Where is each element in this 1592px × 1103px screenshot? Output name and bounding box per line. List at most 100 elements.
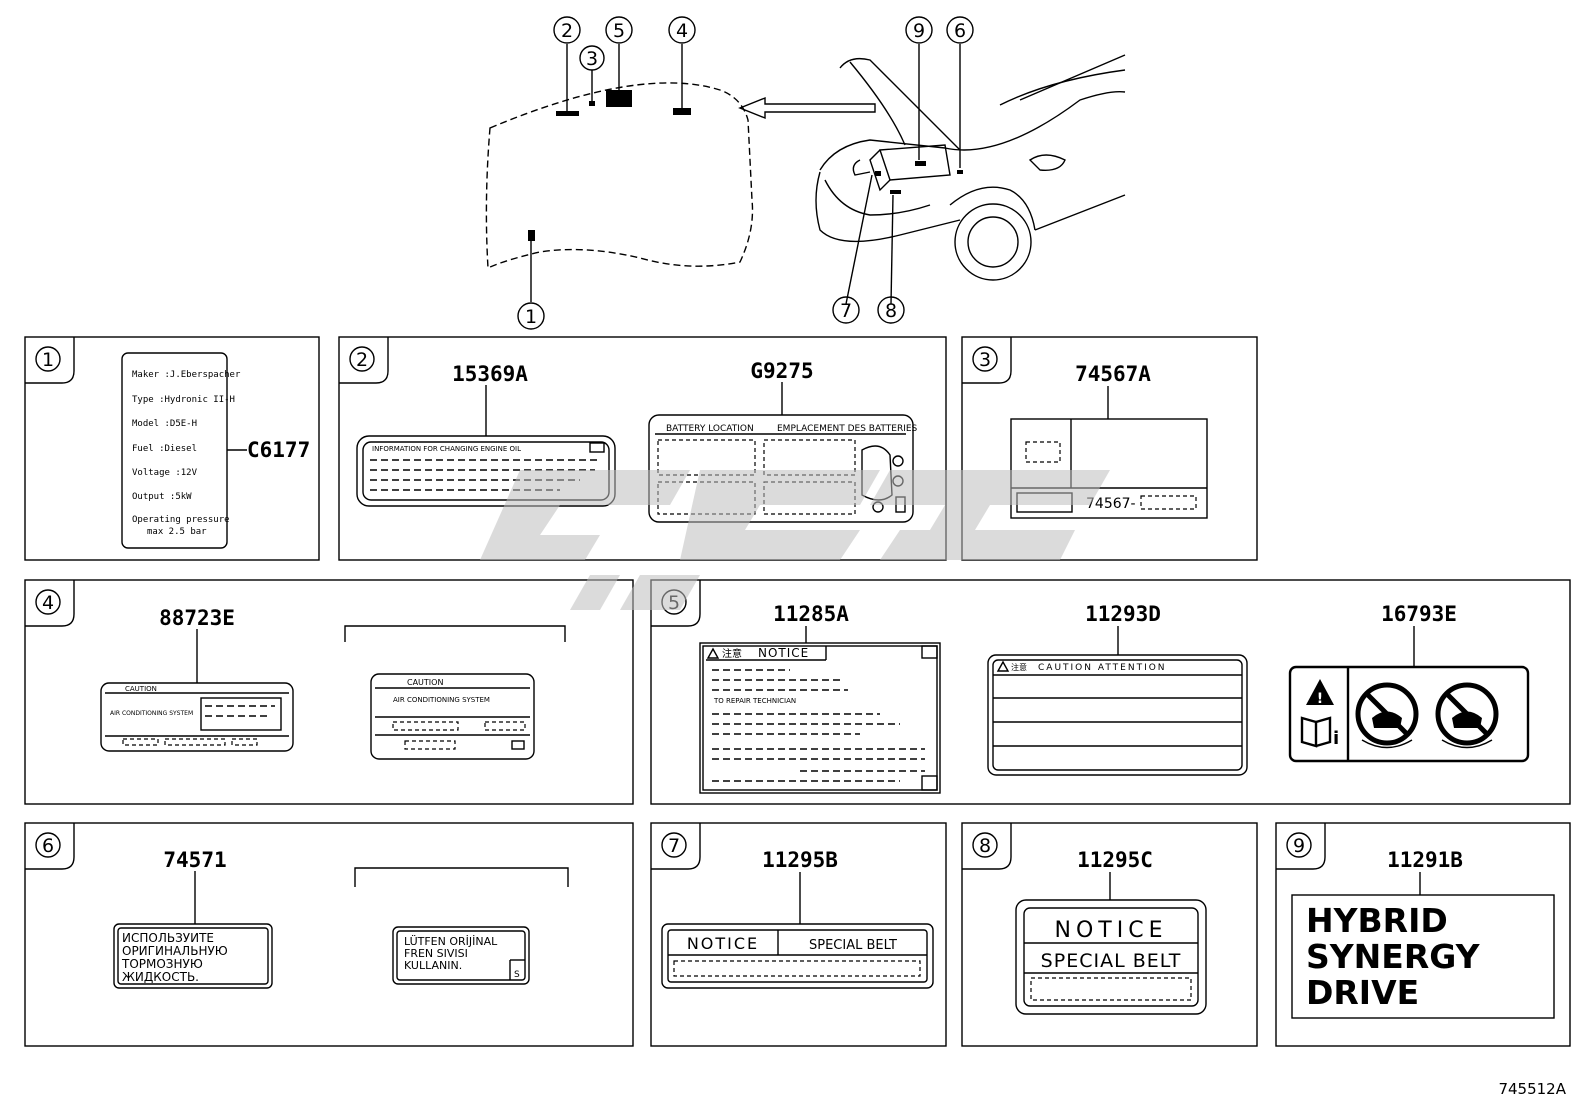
label-mark-1 (528, 230, 535, 241)
label-line: max 2.5 bar (147, 527, 207, 537)
svg-text:8: 8 (885, 300, 897, 322)
belt-text: SPECIAL BELT (809, 938, 897, 953)
direction-arrow (738, 96, 876, 120)
callout-8: 8 (877, 296, 905, 324)
svg-text:9: 9 (913, 20, 925, 42)
label-mark-2 (556, 111, 579, 116)
label-text: CAUTION ATTENTION (1038, 663, 1167, 673)
part-number-11285a: 11285A (773, 602, 849, 626)
label-line: S (514, 970, 520, 980)
synergy-text: SYNERGY (1306, 937, 1481, 976)
label-text: CAUTION (125, 685, 157, 693)
diagram-id: 745512A (1498, 1080, 1566, 1098)
callout-4: 4 (668, 16, 696, 44)
label-line: Voltage :12V (132, 468, 198, 478)
label-line: Maker :J.Eberspacher (132, 370, 241, 380)
label-mark-3 (589, 101, 595, 106)
panel-number: 3 (979, 349, 991, 371)
part-number-11291b: 11291B (1387, 848, 1463, 872)
panel-8: 8 11295C NOTICE SPECIAL BELT (961, 822, 1258, 1047)
panel-number: 4 (42, 592, 54, 614)
label-line: LÜTFEN ORİJİNAL (404, 935, 498, 948)
belt-text: SPECIAL BELT (1041, 950, 1182, 972)
part-number-15369a: 15369A (452, 362, 528, 386)
callout-1: 1 (517, 302, 545, 330)
label-line: Output :5kW (132, 492, 192, 502)
callout-3: 3 (579, 45, 605, 71)
svg-text:7: 7 (840, 300, 852, 322)
svg-text:6: 6 (954, 20, 966, 42)
part-number-11295c: 11295C (1077, 848, 1153, 872)
label-line: Type :Hydronic II-H (132, 395, 235, 405)
notice-text: NOTICE (1055, 918, 1168, 943)
part-number-c6177: C6177 (247, 438, 310, 462)
callout-7: 7 (832, 296, 860, 324)
panel-3: 3 74567A 74567- (961, 336, 1258, 561)
label-line: ИСПОЛЬЗУИТЕ (122, 931, 214, 945)
panel-number: 7 (668, 835, 680, 857)
drive-text: DRIVE (1306, 973, 1419, 1012)
label-text: NOTICE (758, 646, 809, 660)
manual-icon: i (1300, 716, 1339, 749)
callout-6: 6 (946, 16, 974, 44)
hybrid-text: HYBRID (1306, 901, 1448, 940)
label-line: KULLANIN. (404, 959, 462, 972)
panel-1: 1 Maker :J.Eberspacher Type :Hydronic II… (24, 336, 320, 561)
watermark-logo (480, 470, 1110, 610)
label-mark-4 (673, 108, 691, 115)
hood-illustration (485, 44, 754, 302)
part-number-74567a: 74567A (1075, 362, 1151, 386)
label-text: EMPLACEMENT DES BATTERIES (777, 424, 918, 434)
panel-number: 1 (42, 349, 54, 371)
label-code: 74567- (1086, 496, 1136, 512)
label-mark-5 (606, 90, 632, 107)
panel-number: 6 (42, 835, 54, 857)
callout-2: 2 (553, 16, 581, 44)
panel-number: 8 (979, 835, 991, 857)
svg-text:4: 4 (676, 20, 688, 42)
no-airbag-icon (1355, 682, 1419, 749)
warning-icon: ! (1306, 679, 1334, 707)
label-line: Model :D5E-H (132, 419, 197, 429)
panel-4: 4 88723E CAUTION AIR CONDITIONING SYSTEM… (24, 579, 634, 805)
panel-5: 5 11285A 注意 NOTICE TO REPAIR TECHNICIAN … (650, 579, 1571, 805)
part-number-11293d: 11293D (1085, 602, 1161, 626)
label-line: ТОРМОЗНУЮ (121, 957, 203, 971)
svg-text:2: 2 (561, 20, 573, 42)
part-number-16793e: 16793E (1381, 602, 1457, 626)
svg-text:5: 5 (613, 20, 625, 42)
part-number-74571: 74571 (163, 848, 226, 872)
label-text: INFORMATION FOR CHANGING ENGINE OIL (372, 445, 521, 453)
part-number-88723e: 88723E (159, 606, 235, 630)
callout-5: 5 (605, 16, 633, 44)
panel-6: 6 74571 ИСПОЛЬЗУИТЕ ОРИГИНАЛЬНУЮ ТОРМОЗН… (24, 822, 634, 1047)
panel-number: 9 (1293, 835, 1305, 857)
label-line: Fuel :Diesel (132, 444, 197, 454)
no-airbag-icon (1435, 682, 1499, 749)
svg-text:3: 3 (586, 48, 598, 70)
label-line: FREN SIVISI (404, 947, 468, 960)
svg-text:1: 1 (525, 306, 537, 328)
label-text: AIR CONDITIONING SYSTEM (393, 696, 490, 704)
svg-text:i: i (1333, 728, 1339, 749)
part-number-11295b: 11295B (762, 848, 838, 872)
label-text: CAUTION (407, 678, 443, 687)
notice-text: NOTICE (687, 934, 759, 953)
panel-2: 2 15369A INFORMATION FOR CHANGING ENGINE… (338, 336, 947, 561)
callout-9: 9 (905, 16, 933, 44)
panel-number: 2 (356, 349, 368, 371)
panel-7: 7 11295B NOTICE SPECIAL BELT (650, 822, 947, 1047)
label-text: BATTERY LOCATION (666, 424, 754, 434)
label-text: 注意 (1011, 662, 1027, 672)
car-illustration (815, 44, 1126, 305)
label-text: TO REPAIR TECHNICIAN (713, 697, 796, 705)
label-text: AIR CONDITIONING SYSTEM (110, 710, 193, 717)
label-text: 注意 (722, 647, 742, 660)
label-line: ОРИГИНАЛЬНУЮ (122, 944, 228, 958)
part-number-g9275: G9275 (750, 359, 813, 383)
panel-9: 9 11291B HYBRID SYNERGY DRIVE (1275, 822, 1571, 1047)
label-line: Operating pressure (132, 515, 230, 525)
label-line: ЖИДКОСТЬ. (122, 970, 199, 984)
svg-text:!: ! (1317, 691, 1323, 707)
